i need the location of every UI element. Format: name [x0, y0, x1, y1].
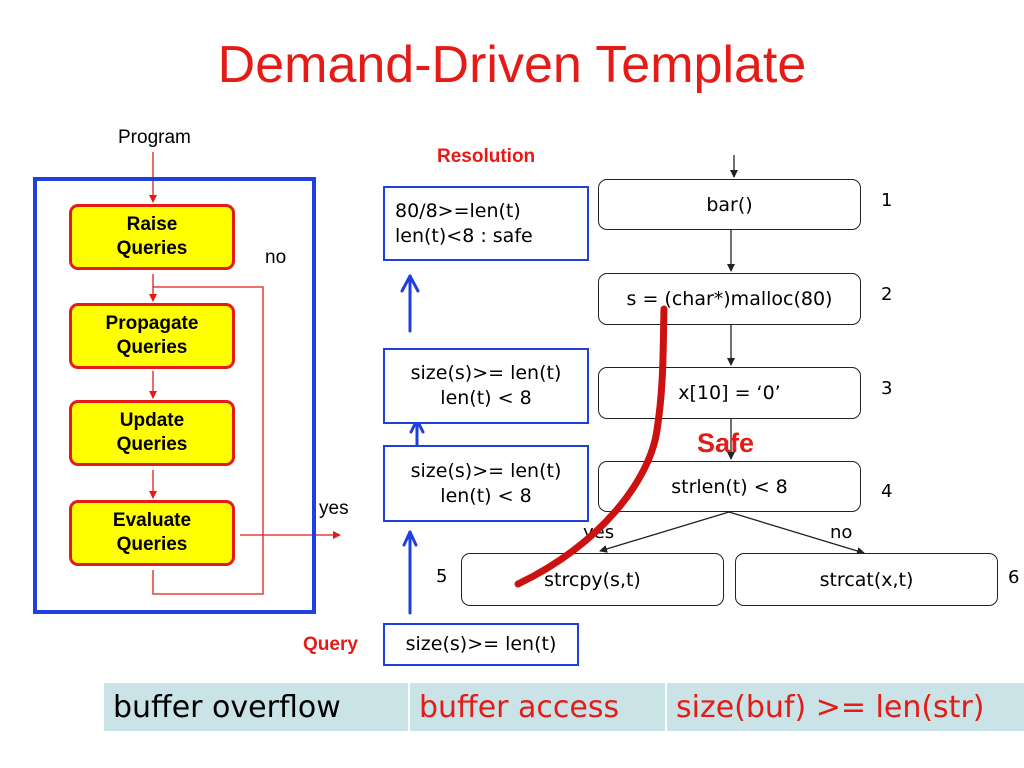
cfg-node-number-5: 5	[436, 566, 448, 587]
safe-label: Safe	[697, 428, 755, 458]
cfg-node-number-6: 6	[1008, 567, 1020, 588]
query-box-initial: size(s)>= len(t)	[383, 623, 579, 666]
cfg-node-number-2: 2	[881, 284, 893, 305]
cfg-node-number-1: 1	[881, 190, 893, 211]
query-label: Query	[303, 634, 358, 655]
cfg-node-assign: x[10] = ‘0’	[598, 367, 861, 419]
classification-table: buffer overflow buffer access size(buf) …	[104, 683, 1024, 731]
update-queries-step: Update Queries	[69, 400, 235, 466]
query-box-3: size(s)>= len(t) len(t) < 8	[383, 348, 589, 424]
query-arrows	[400, 274, 425, 615]
query-loop-frame	[33, 177, 316, 614]
table-cell-vulnerability: buffer overflow	[104, 683, 410, 731]
cfg-node-number-4: 4	[881, 481, 893, 502]
loop-no-path	[152, 286, 264, 595]
cfg-node-number-3: 3	[881, 378, 893, 399]
loop-no-label: no	[265, 247, 287, 268]
cfg-node-malloc: s = (char*)malloc(80)	[598, 273, 861, 325]
resolution-label: Resolution	[437, 146, 536, 167]
table-cell-constraint: size(buf) >= len(str)	[676, 689, 985, 725]
cfg-node-bar: bar()	[598, 179, 861, 230]
raise-queries-step: Raise Queries	[69, 204, 235, 270]
cfg-node-strcpy: strcpy(s,t)	[461, 553, 724, 606]
branch-no-label: no	[830, 522, 853, 543]
query-box-2: size(s)>= len(t) len(t) < 8	[383, 445, 589, 522]
slide-title: Demand-Driven Template	[217, 36, 807, 94]
cfg-node-strcat: strcat(x,t)	[735, 553, 998, 606]
propagate-queries-step: Propagate Queries	[69, 303, 235, 369]
loop-yes-label: yes	[319, 498, 349, 519]
evaluate-queries-step: Evaluate Queries	[69, 500, 235, 566]
table-cell-event: buffer access	[410, 683, 667, 731]
edge-4-5	[599, 511, 730, 553]
edge-4-6	[728, 511, 865, 555]
resolution-box: 80/8>=len(t) len(t)<8 : safe	[383, 186, 589, 261]
program-label: Program	[118, 127, 191, 148]
